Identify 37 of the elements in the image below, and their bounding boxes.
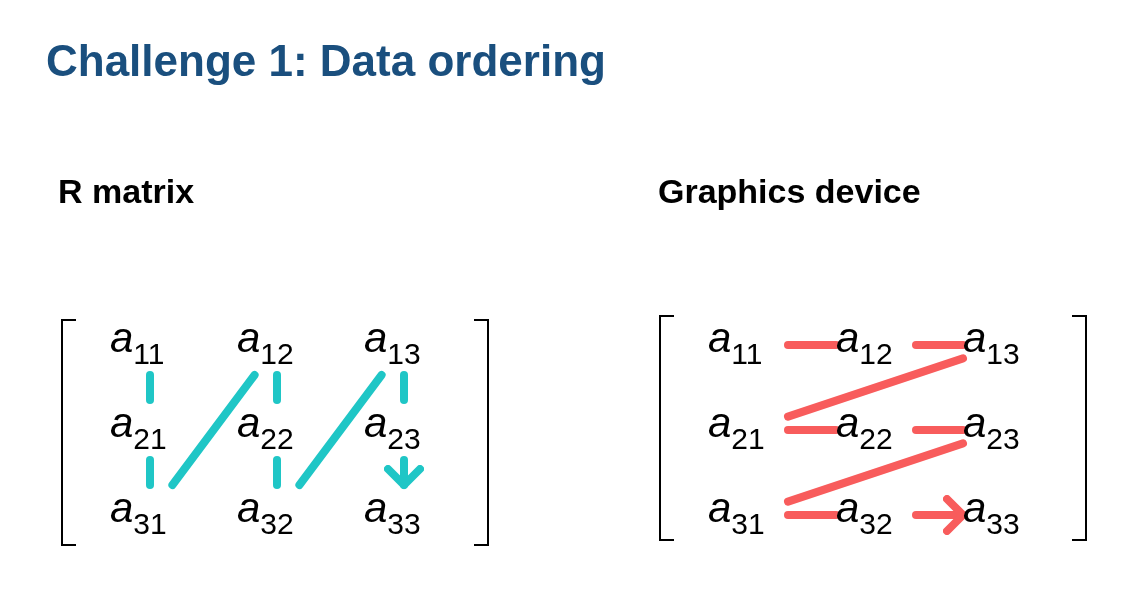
matrix-element: a$_{33}$ [963, 485, 1043, 545]
connector-line [912, 426, 967, 434]
matrix-element: a$_{31}$ [110, 485, 190, 545]
arrow [912, 495, 967, 535]
connector-line [784, 439, 967, 506]
matrix-element: a$_{13}$ [963, 315, 1043, 375]
connector-line [784, 426, 840, 434]
connector-line [295, 371, 386, 489]
matrix-element: a$_{12}$ [237, 315, 317, 375]
matrix-element: a$_{22}$ [237, 400, 317, 460]
matrix-element: a$_{22}$ [836, 400, 916, 460]
matrix-element: a$_{32}$ [237, 485, 317, 545]
matrix-element: a$_{32}$ [836, 485, 916, 545]
connector-line [784, 511, 840, 519]
matrix-element: a$_{12}$ [836, 315, 916, 375]
matrix-element: a$_{21}$ [110, 400, 190, 460]
arrow [384, 456, 424, 489]
connector-line [912, 341, 967, 349]
matrix-element: a$_{21}$ [708, 400, 788, 460]
connector-line [784, 341, 840, 349]
connector-line [273, 456, 281, 489]
connector-line [784, 354, 967, 421]
matrix-element: a$_{23}$ [963, 400, 1043, 460]
matrix-element: a$_{13}$ [364, 315, 444, 375]
section-heading: R matrix [58, 172, 195, 211]
connector-line [273, 371, 281, 404]
matrix-element: a$_{31}$ [708, 485, 788, 545]
slide-title: Challenge 1: Data ordering [46, 36, 606, 86]
matrix-element: a$_{11}$ [708, 315, 788, 375]
connector-line [168, 371, 259, 489]
matrix-element: a$_{33}$ [364, 485, 444, 545]
matrix-element: a$_{11}$ [110, 315, 190, 375]
connector-line [146, 456, 154, 489]
matrix-element: a$_{23}$ [364, 400, 444, 460]
connector-line [146, 371, 154, 404]
section-heading: Graphics device [658, 172, 921, 211]
connector-line [400, 371, 408, 404]
